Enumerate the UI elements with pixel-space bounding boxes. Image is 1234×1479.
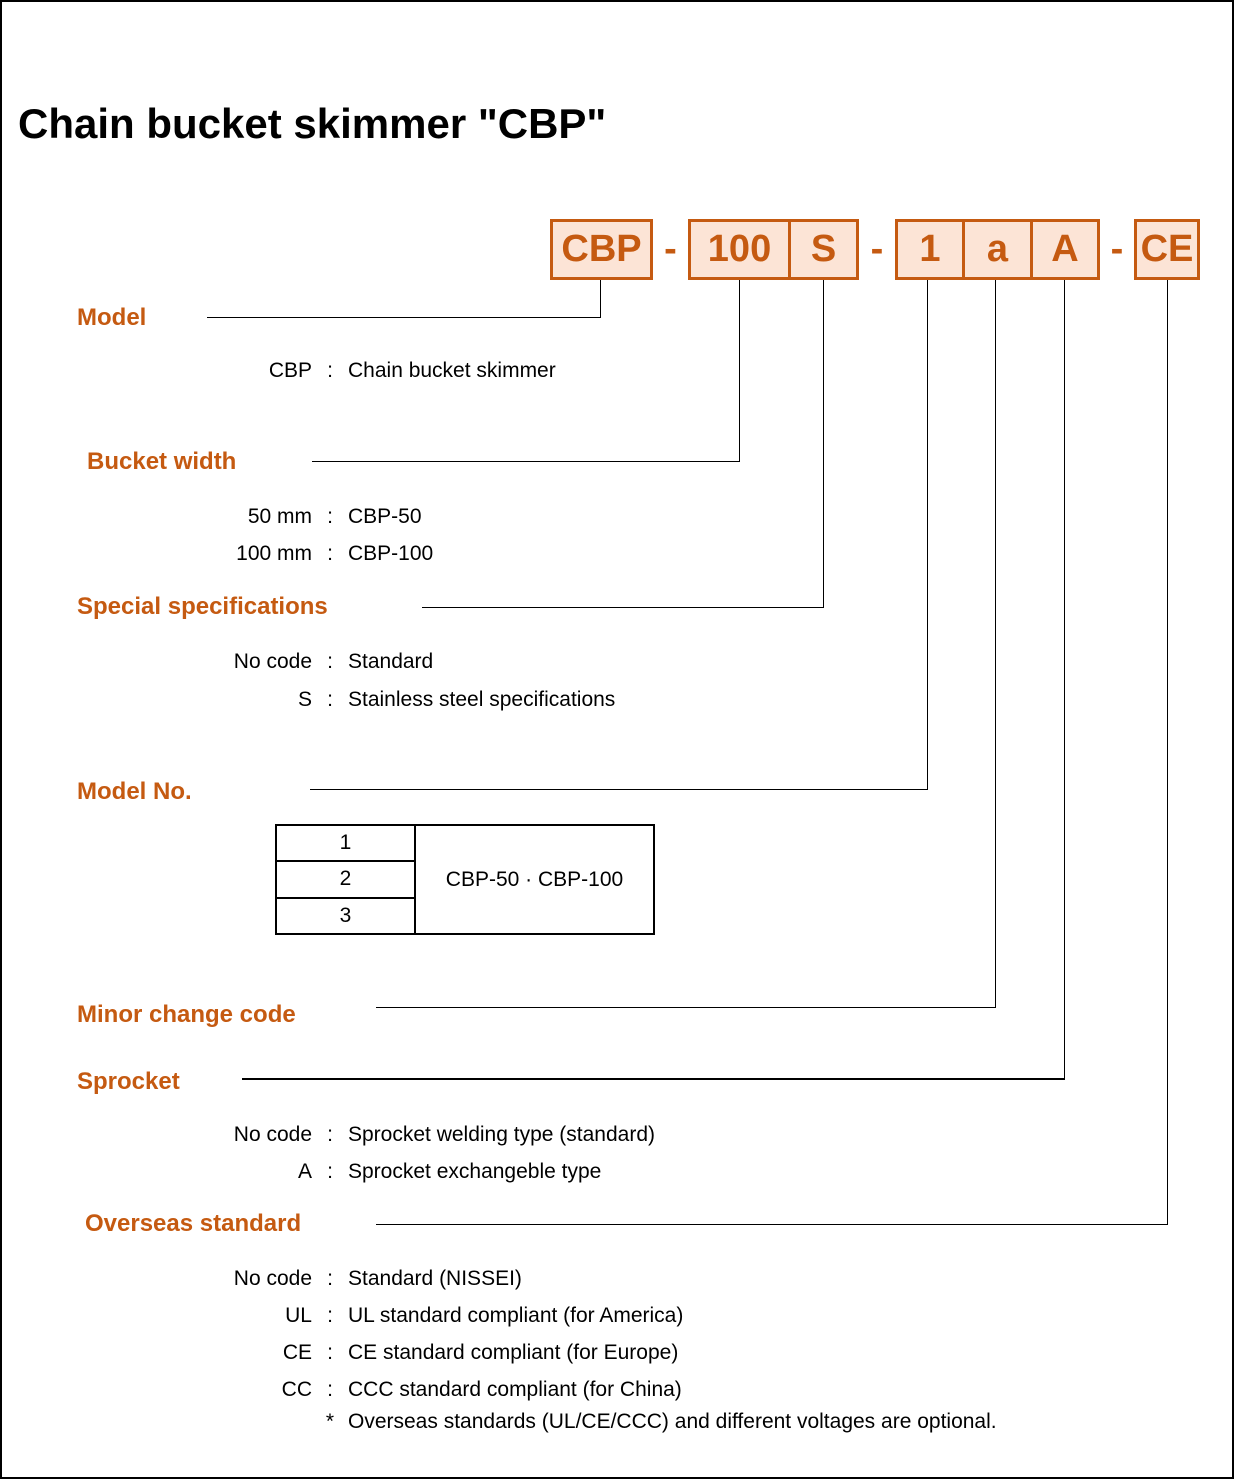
- def-code: 100 mm: [236, 542, 312, 565]
- def-desc: Standard (NISSEI): [348, 1267, 522, 1290]
- def-code: No code: [233, 650, 312, 673]
- connector-bucket-vline: [739, 280, 740, 462]
- def-row-bucket-100: 100 mm : CBP-100: [62, 541, 1192, 567]
- connector-modelno-vline: [927, 280, 928, 790]
- connector-model-vline: [600, 280, 601, 318]
- def-row-model-cbp: CBP : Chain bucket skimmer: [62, 358, 1192, 384]
- table-cell-row3: 3: [339, 903, 352, 927]
- def-colon: :: [327, 1304, 333, 1327]
- def-code: No code: [233, 1267, 312, 1290]
- code-separator-3: -: [1110, 228, 1124, 270]
- page-title: Chain bucket skimmer "CBP": [18, 100, 607, 147]
- table-cell-row1: 1: [277, 826, 414, 863]
- def-row-special-s: S : Stainless steel specifications: [62, 687, 1192, 713]
- def-desc: Sprocket welding type (standard): [348, 1123, 655, 1146]
- model-no-table: 1 2 3 CBP-50 · CBP-100: [275, 824, 655, 935]
- def-colon: :: [327, 359, 333, 382]
- code-box-model: CBP: [550, 219, 653, 280]
- section-label-model-no: Model No.: [77, 778, 192, 805]
- def-colon: :: [327, 1267, 333, 1290]
- code-box-sprocket: A: [1030, 219, 1100, 280]
- def-code: S: [297, 688, 312, 711]
- def-desc: Chain bucket skimmer: [348, 359, 556, 382]
- def-row-overseas-ul: UL : UL standard compliant (for America): [62, 1303, 1192, 1329]
- def-row-sprocket-nocode: No code : Sprocket welding type (standar…: [62, 1122, 1192, 1148]
- section-label-model: Model: [77, 304, 147, 331]
- def-row-overseas-nocode: No code : Standard (NISSEI): [62, 1266, 1192, 1292]
- connector-sprocket-hline: [242, 1078, 1065, 1080]
- connector-minor-hline: [376, 1007, 996, 1008]
- def-code: No code: [233, 1123, 312, 1146]
- def-desc: Sprocket exchangeble type: [348, 1160, 602, 1183]
- code-box-minor-change: a: [962, 219, 1033, 280]
- def-colon: :: [327, 1378, 333, 1401]
- def-colon: :: [327, 505, 333, 528]
- def-colon: :: [327, 1160, 333, 1183]
- note-text: Overseas standards (UL/CE/CCC) and diffe…: [348, 1410, 997, 1433]
- model-no-table-left-column: 1 2 3: [277, 826, 416, 933]
- code-separator-2: -: [870, 228, 884, 270]
- def-desc: CBP-100: [348, 542, 434, 565]
- connector-overseas-hline: [376, 1224, 1168, 1225]
- connector-sprocket-vline: [1064, 280, 1065, 1080]
- code-box-model-no: 1: [895, 219, 965, 280]
- def-desc: Stainless steel specifications: [348, 688, 616, 711]
- def-code: CBP: [268, 359, 312, 382]
- connector-bucket-hline: [312, 461, 740, 462]
- table-cell-merged: CBP-50 · CBP-100: [445, 867, 624, 891]
- section-label-sprocket: Sprocket: [77, 1068, 180, 1095]
- code-separator-1: -: [664, 228, 677, 270]
- def-row-overseas-note: * Overseas standards (UL/CE/CCC) and dif…: [62, 1409, 1192, 1435]
- def-code: UL: [285, 1304, 312, 1327]
- note-asterisk: *: [325, 1410, 335, 1433]
- connector-overseas-vline: [1167, 280, 1168, 1225]
- def-desc: UL standard compliant (for America): [348, 1304, 684, 1327]
- def-row-overseas-cc: CC : CCC standard compliant (for China): [62, 1377, 1192, 1403]
- connector-special-hline: [422, 607, 824, 608]
- def-code: A: [297, 1160, 312, 1183]
- connector-special-vline: [823, 280, 824, 608]
- def-row-bucket-50: 50 mm : CBP-50: [62, 504, 1192, 530]
- def-desc: CE standard compliant (for Europe): [348, 1341, 679, 1364]
- connector-minor-vline: [995, 280, 996, 1008]
- def-colon: :: [327, 1123, 333, 1146]
- def-desc: Standard: [348, 650, 434, 673]
- def-row-special-nocode: No code : Standard: [62, 649, 1192, 675]
- def-desc: CCC standard compliant (for China): [348, 1378, 682, 1401]
- code-box-bucket-width: 100: [688, 219, 791, 280]
- code-box-overseas: CE: [1134, 219, 1200, 280]
- section-label-bucket-width: Bucket width: [87, 448, 237, 475]
- section-label-special-spec: Special specifications: [77, 593, 328, 620]
- def-colon: :: [327, 542, 333, 565]
- def-colon: :: [327, 650, 333, 673]
- def-row-sprocket-a: A : Sprocket exchangeble type: [62, 1159, 1192, 1185]
- def-code: 50 mm: [247, 505, 312, 528]
- connector-modelno-hline: [310, 789, 928, 790]
- code-box-special-spec: S: [788, 219, 859, 280]
- table-cell-row2: 2: [277, 862, 414, 899]
- def-code: CC: [281, 1378, 312, 1401]
- def-code: CE: [282, 1341, 312, 1364]
- section-label-overseas: Overseas standard: [85, 1210, 302, 1237]
- def-colon: :: [327, 1341, 333, 1364]
- def-desc: CBP-50: [348, 505, 422, 528]
- def-colon: :: [327, 688, 333, 711]
- def-row-overseas-ce: CE : CE standard compliant (for Europe): [62, 1340, 1192, 1366]
- connector-model-hline: [207, 317, 601, 318]
- section-label-minor-change: Minor change code: [77, 1001, 296, 1028]
